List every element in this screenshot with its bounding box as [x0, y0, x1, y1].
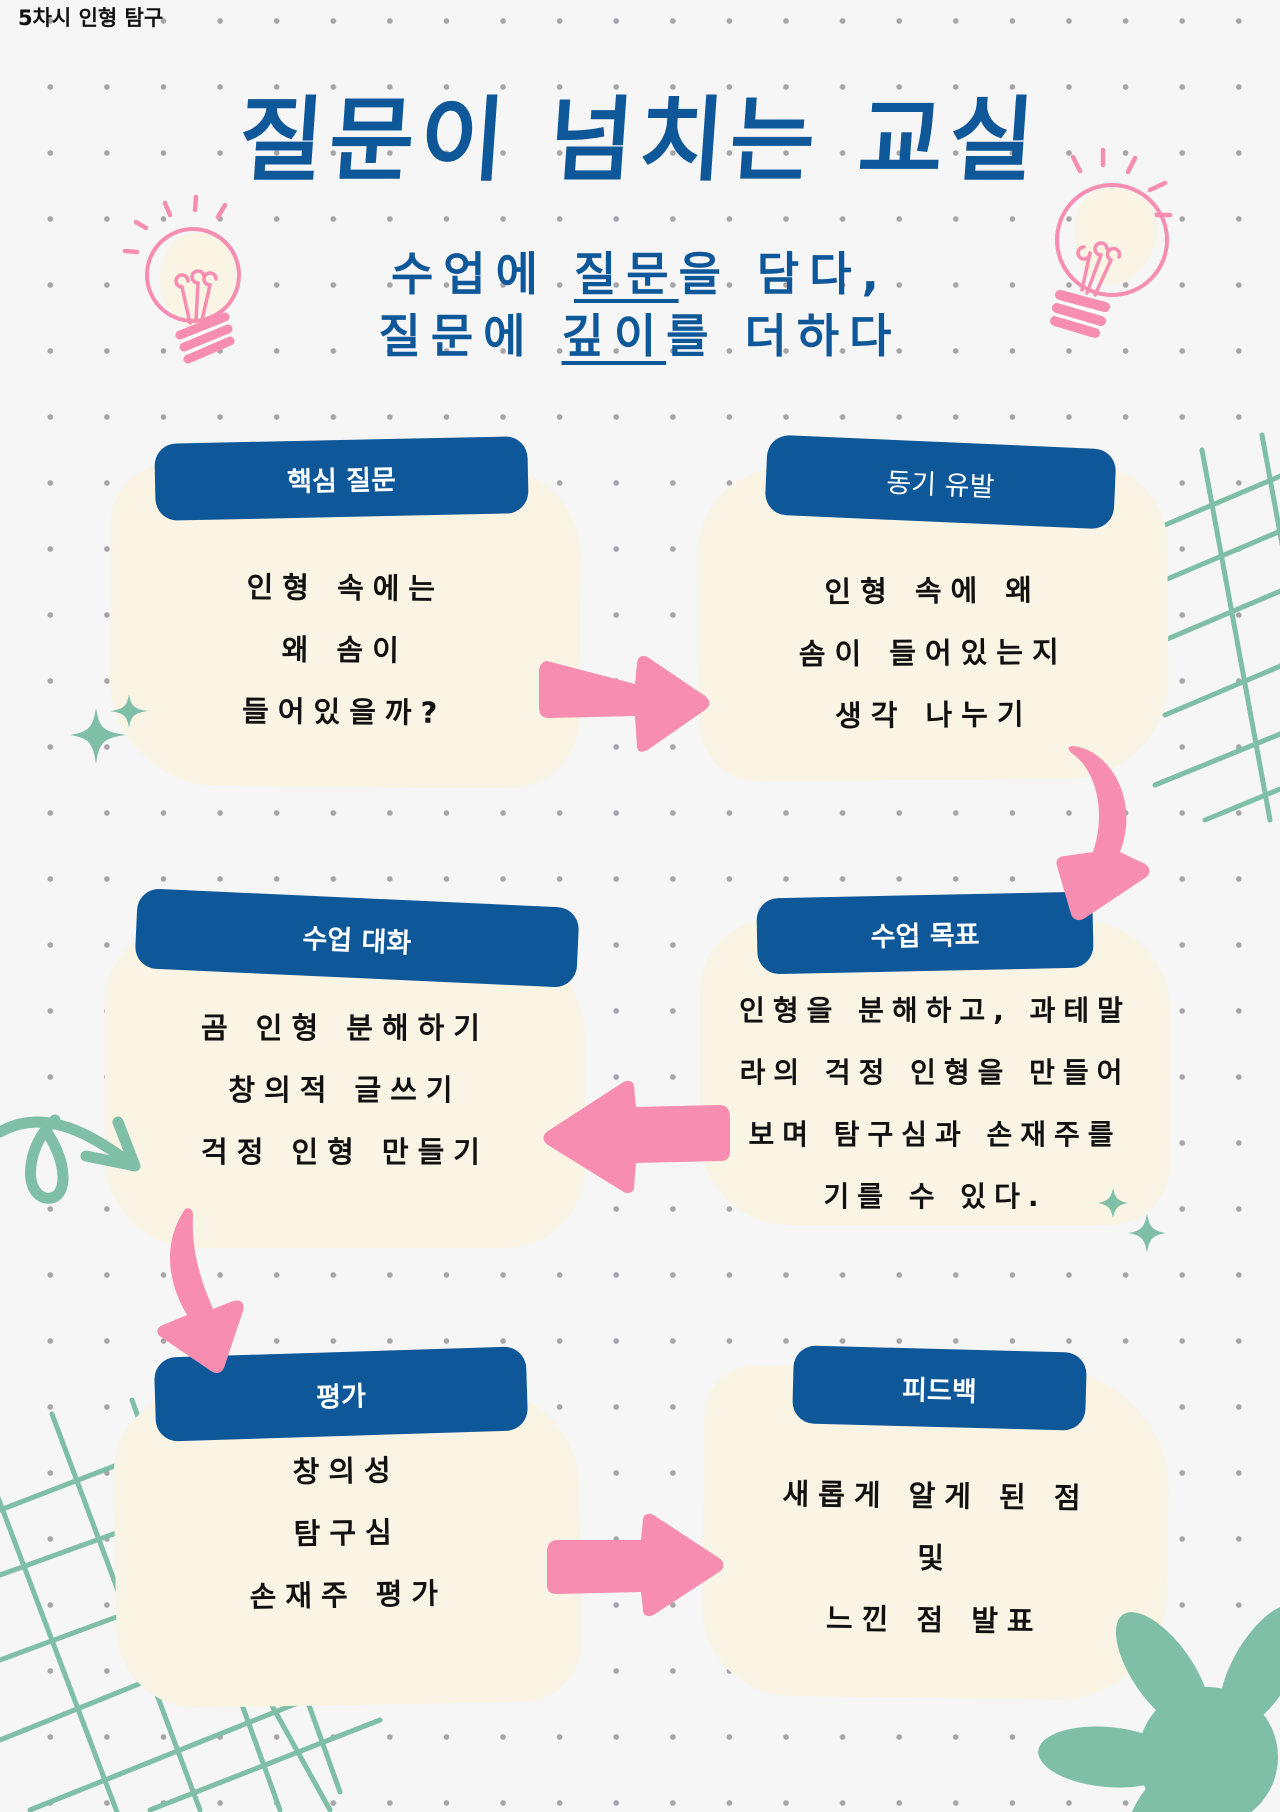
- card-line: 탐구심: [293, 1515, 402, 1551]
- subtitle-text: 을 담다,: [678, 247, 890, 301]
- card-line: 인형을 분해하고, 과테말: [739, 994, 1131, 1027]
- card-line: 손재주 평가: [249, 1576, 448, 1614]
- arrow-down-curved-icon: [1056, 746, 1150, 921]
- subtitle-line-1: 수업에 질문을 담다,: [0, 244, 1280, 304]
- tag-lesson-goal: 수업 목표: [756, 891, 1094, 975]
- subtitle-text: 수업에: [390, 247, 574, 301]
- card-line: 새롭게 알게 된 점: [782, 1476, 1090, 1516]
- card-body: 곰 인형 분해하기 창의적 글쓰기 걱정 인형 만들기: [105, 997, 585, 1183]
- card-line: 걱정 인형 만들기: [201, 1135, 489, 1169]
- lightbulb-icon: [1050, 147, 1173, 338]
- card-line: 보며 탐구심과 손재주를: [748, 1118, 1122, 1151]
- card-line: 인형 속에는: [246, 570, 445, 606]
- flower-icon: [1038, 1604, 1280, 1812]
- card-line: 들어있을까?: [241, 694, 447, 730]
- card-line: 곰 인형 분해하기: [201, 1011, 489, 1045]
- card-line: 창의성: [292, 1453, 400, 1489]
- lesson-label: 5차시 인형 탐구: [18, 6, 164, 30]
- card-line: 및: [917, 1540, 954, 1576]
- card-body: 인형 속에는 왜 솜이 들어있을까?: [109, 555, 581, 745]
- subtitle-emphasis: 깊이: [561, 309, 667, 363]
- subtitle-emphasis: 질문: [573, 247, 679, 301]
- card-line: 왜 솜이: [281, 632, 408, 668]
- arrow-right-icon: [539, 656, 710, 752]
- sparkle-icon: [70, 694, 148, 764]
- sparkle-icon: [1098, 1188, 1166, 1253]
- green-grid-pattern-right: [1152, 432, 1280, 823]
- arrow-right-icon: [547, 1513, 724, 1617]
- card-line: 라의 걱정 인형을 만들어: [739, 1056, 1131, 1089]
- card-body: 인형을 분해하고, 과테말 라의 걱정 인형을 만들어 보며 탐구심과 손재주를…: [700, 980, 1170, 1228]
- tag-motivation: 동기 유발: [764, 434, 1117, 530]
- arrow-left-icon: [543, 1080, 730, 1194]
- card-line: 인형 속에 왜: [824, 573, 1042, 609]
- tag-core-question: 핵심 질문: [154, 436, 529, 521]
- card-body: 창의성 탐구심 손재주 평가: [113, 1436, 581, 1630]
- tag-feedback: 피드백: [792, 1345, 1087, 1431]
- card-line: 생각 나누기: [834, 697, 1033, 733]
- subtitle-text: 질문에: [378, 309, 562, 363]
- card-line: 창의적 글쓰기: [228, 1073, 462, 1107]
- subtitle-line-2: 질문에 깊이를 더하다: [0, 306, 1280, 366]
- card-line: 솜이 들어있는지: [798, 634, 1068, 672]
- lightbulb-icon: [122, 194, 241, 364]
- arrow-down-curved-icon: [157, 1208, 244, 1373]
- card-line: 기를 수 있다.: [823, 1180, 1047, 1213]
- subtitle-text: 를 더하다: [666, 309, 902, 363]
- card-body: 인형 속에 왜 솜이 들어있는지 생각 나누기: [697, 558, 1169, 748]
- loop-arrow-icon: [0, 1114, 141, 1204]
